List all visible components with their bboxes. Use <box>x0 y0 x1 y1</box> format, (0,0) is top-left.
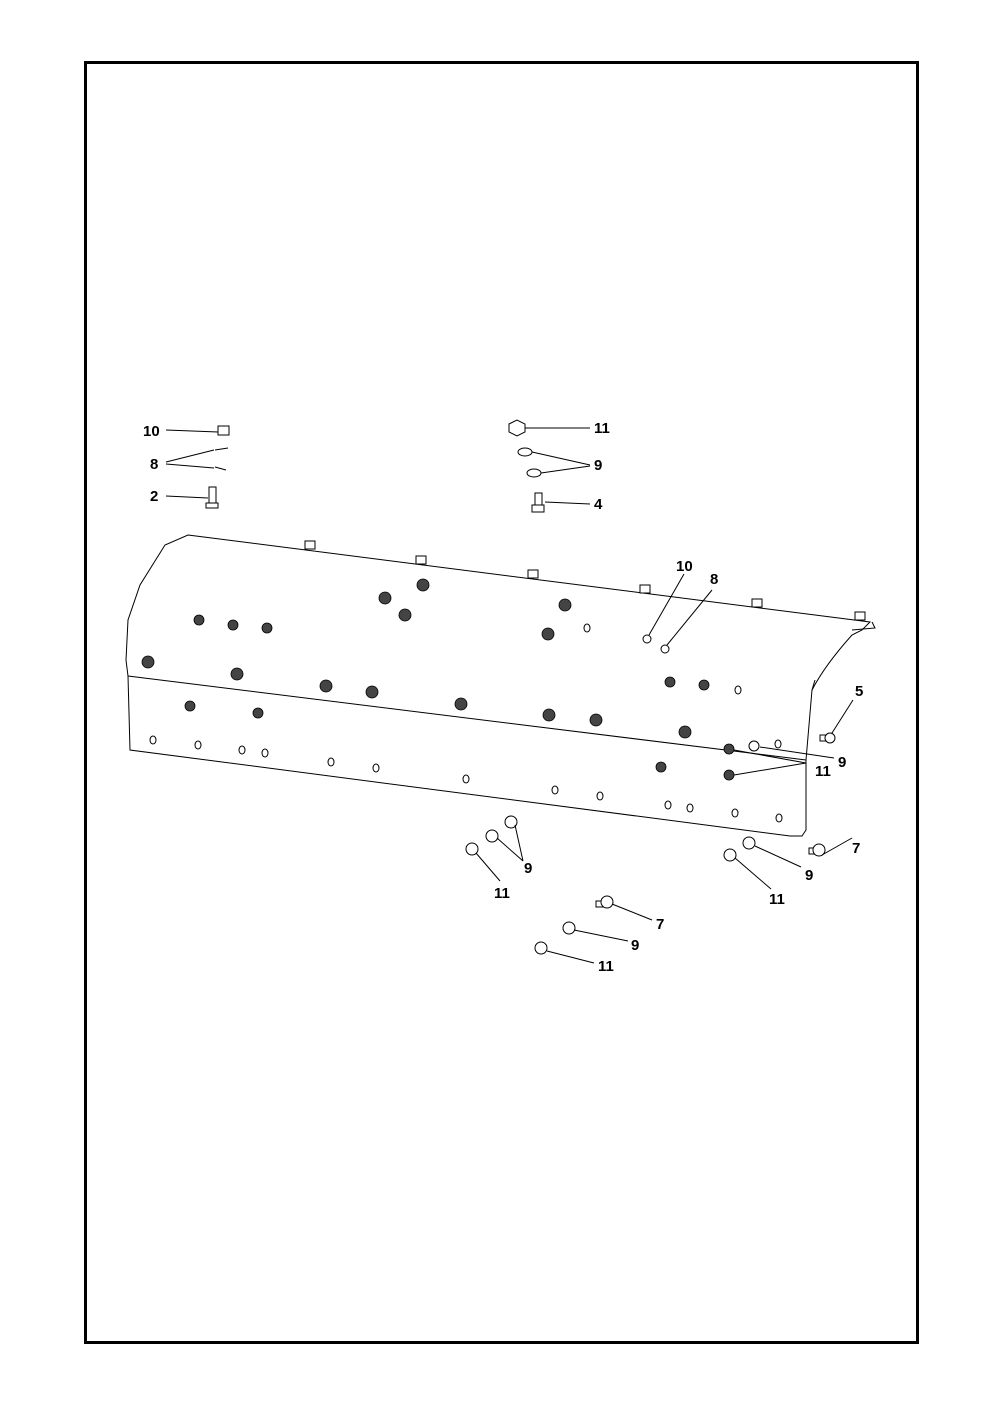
callout-9: 9 <box>838 754 846 771</box>
panel-holes <box>149 623 783 823</box>
callout-10: 10 <box>143 423 160 440</box>
callout-5: 5 <box>855 683 863 700</box>
callout-10: 10 <box>676 558 693 575</box>
callout-9: 9 <box>631 937 639 954</box>
top-edge-bolts <box>304 540 866 621</box>
panel-nuts <box>141 578 760 781</box>
callout-11: 11 <box>769 891 785 908</box>
callout-labels: 10 8 2 11 9 4 10 8 5 9 11 7 9 11 9 11 7 … <box>143 420 863 975</box>
callout-2: 2 <box>150 488 158 505</box>
callout-9: 9 <box>805 867 813 884</box>
callout-11: 11 <box>598 958 614 975</box>
callout-7: 7 <box>656 916 664 933</box>
callout-7: 7 <box>852 840 860 857</box>
callout-8: 8 <box>710 571 718 588</box>
leader-lines <box>165 427 854 964</box>
callout-11: 11 <box>494 885 510 902</box>
callout-4: 4 <box>594 496 603 513</box>
guard-panel <box>125 534 876 837</box>
loose-hardware <box>205 419 836 955</box>
callout-9: 9 <box>524 860 532 877</box>
callout-9: 9 <box>594 457 602 474</box>
callout-8: 8 <box>150 456 158 473</box>
drawing-frame <box>84 61 919 1344</box>
callout-11: 11 <box>815 763 831 780</box>
callout-11: 11 <box>594 420 610 437</box>
